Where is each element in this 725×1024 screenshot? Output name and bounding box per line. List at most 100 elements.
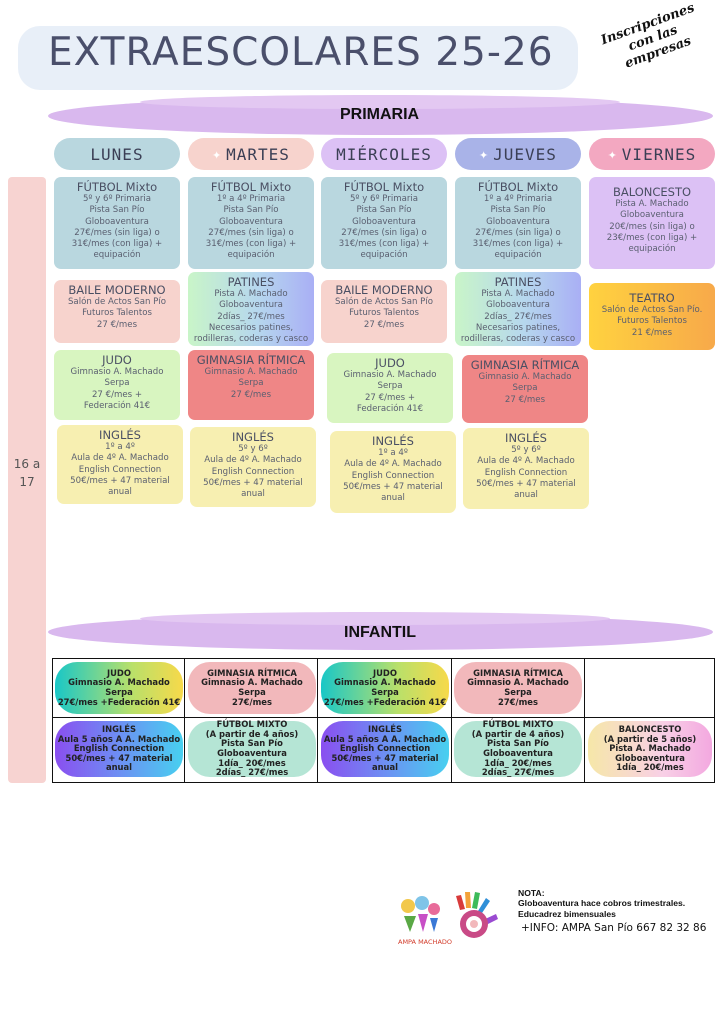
activity-title: INGLÉS <box>372 434 414 448</box>
activity-details: 1º a 4º Primaria Pista San Pío Globoaven… <box>472 194 564 261</box>
activity-details: 1º a 4º Primaria Pista San Pío Globoaven… <box>205 194 297 261</box>
activity-title: FÚTBOL Mixto <box>477 180 559 194</box>
activity-details: Pista A. Machado Globoaventura 20€/mes (… <box>606 199 698 255</box>
activity-detail: Gimnasio A. Machado <box>68 677 170 688</box>
activity-title: INGLÉS <box>101 724 137 735</box>
infantil-activity: BALONCESTO (A partir de 5 años) Pista A.… <box>588 721 712 777</box>
infantil-activity: FÚTBOL MIXTO (A partir de 4 años) Pista … <box>188 719 316 778</box>
activity-details: Gimnasio A. Machado Serpa 27 €/mes + Fed… <box>70 367 164 411</box>
activity-title: INGLÉS <box>232 430 274 444</box>
infantil-activity: FÚTBOL MIXTO (A partir de 4 años) Pista … <box>454 719 582 778</box>
activity-detail: (A partir de 5 años) <box>603 733 697 744</box>
activity-detail: Gimnasio A. Machado <box>201 677 303 688</box>
grid-divider <box>53 717 714 719</box>
activity-title: INGLÉS <box>505 431 547 445</box>
activity-detail: Gimnasio A. Machado <box>467 677 569 688</box>
page-title: EXTRAESCOLARES 25-26 <box>48 30 554 75</box>
activity-title: GIMNASIA RÍTMICA <box>207 667 297 678</box>
activity-detail: Serpa <box>504 687 532 697</box>
infantil-activity: INGLÉS Aula 5 años A A. Machado English … <box>321 721 449 777</box>
time-label: 16 a 17 <box>13 457 41 489</box>
activity-title: BAILE MODERNO <box>335 283 433 297</box>
activity-detail: 1día_ 20€/mes <box>616 762 684 773</box>
activity-detail: 1día_ 20€/mes <box>218 757 286 768</box>
activity-detail: Aula 5 años A A. Machado <box>323 733 447 744</box>
activity-details: 5º y 6º Primaria Pista San Pío Globoaven… <box>71 194 163 261</box>
sparkle-icon: ✦ <box>212 145 223 163</box>
activity-detail: Globoaventura <box>615 752 685 763</box>
activity-detail: Serpa <box>238 687 266 697</box>
activity-detail: Pista A. Machado <box>609 743 691 754</box>
grid-divider <box>184 659 186 782</box>
contact-info: +INFO: AMPA San Pío 667 82 32 86 <box>521 922 707 934</box>
activity-detail: (A partir de 4 años) <box>205 728 299 739</box>
activity-title: JUDO <box>107 667 131 678</box>
grid-divider <box>451 659 453 782</box>
activity-detail: 2días_ 27€/mes <box>215 767 289 778</box>
activity-detail: 27€/mes +Federación 41€ <box>57 696 181 707</box>
activity-details: Gimnasio A. Machado Serpa 27 €/mes + Fed… <box>343 370 437 414</box>
infantil-activity: INGLÉS Aula 5 años A A. Machado English … <box>55 721 183 777</box>
activity-detail: 1día_ 20€/mes <box>484 757 552 768</box>
activity-detail: 50€/mes + 47 material anual <box>65 752 173 773</box>
activity-title: PATINES <box>227 275 275 289</box>
activity-title: GIMNASIA RÍTMICA <box>473 667 563 678</box>
activity-details: 1º a 4º Aula de 4º A. Machado English Co… <box>343 448 443 504</box>
activity-detail: Pista San Pío <box>487 738 549 749</box>
infantil-activity: JUDO Gimnasio A. Machado Serpa 27€/mes +… <box>321 662 449 714</box>
activity-detail: 2días_ 27€/mes <box>481 767 555 778</box>
activity-detail: 27€/mes +Federación 41€ <box>323 696 447 707</box>
activity-title: FÚTBOL MIXTO <box>216 719 288 730</box>
activity-details: Gimnasio A. Machado Serpa 27 €/mes <box>204 367 298 400</box>
activity-detail: Gimnasio A. Machado <box>334 677 436 688</box>
activity-title: JUDO <box>375 356 405 370</box>
primaria-label: PRIMARIA <box>340 106 420 123</box>
grid-divider <box>584 659 586 782</box>
infantil-activity: GIMNASIA RÍTMICA Gimnasio A. Machado Ser… <box>454 662 582 714</box>
activity-title: BAILE MODERNO <box>68 283 166 297</box>
day-header-miercoles: MIÉRCOLES <box>321 138 447 170</box>
ampa-logo-text: AMPA MACHADO <box>398 938 453 946</box>
hand-logo-icon <box>456 892 498 938</box>
activity-detail: 50€/mes + 47 material anual <box>331 752 439 773</box>
note-line: Globoaventura hace cobros trimestrales. <box>518 898 686 909</box>
note-title: NOTA: <box>518 888 545 898</box>
activity-details: Salón de Actos San Pío Futuros Talentos … <box>67 297 167 330</box>
sparkle-icon: ✦ <box>479 145 490 163</box>
time-sidebar <box>8 177 46 783</box>
registration-stamp: Inscripciones con las empresas <box>599 0 697 72</box>
activity-details: Pista A. Machado Globoaventura 2días_ 27… <box>193 289 309 345</box>
activity-detail: Serpa <box>105 687 133 697</box>
payment-note: NOTA: Globoaventura hace cobros trimestr… <box>518 888 685 919</box>
activity-details: 5º y 6º Aula de 4º A. Machado English Co… <box>476 445 576 501</box>
activity-details: Salón de Actos San Pío. Futuros Talentos… <box>601 305 703 338</box>
note-line: Educadrez bimensuales <box>518 908 616 919</box>
activity-detail: Serpa <box>371 687 399 697</box>
day-header-martes: ✦MARTES <box>188 138 314 170</box>
activity-title: JUDO <box>373 667 397 678</box>
day-header-lunes: LUNES <box>54 138 180 170</box>
activity-title: INGLÉS <box>367 724 403 735</box>
activity-title: FÚTBOL MIXTO <box>482 719 554 730</box>
activity-title: INGLÉS <box>99 428 141 442</box>
ampa-machado-logo <box>401 896 440 932</box>
activity-detail: Aula 5 años A A. Machado <box>57 733 181 744</box>
activity-title: GIMNASIA RÍTMICA <box>470 358 580 372</box>
activity-title: GIMNASIA RÍTMICA <box>196 353 306 367</box>
activity-detail: English Connection <box>339 743 431 754</box>
activity-detail: Pista San Pío <box>221 738 283 749</box>
activity-details: Salón de Actos San Pío Futuros Talentos … <box>334 297 434 330</box>
